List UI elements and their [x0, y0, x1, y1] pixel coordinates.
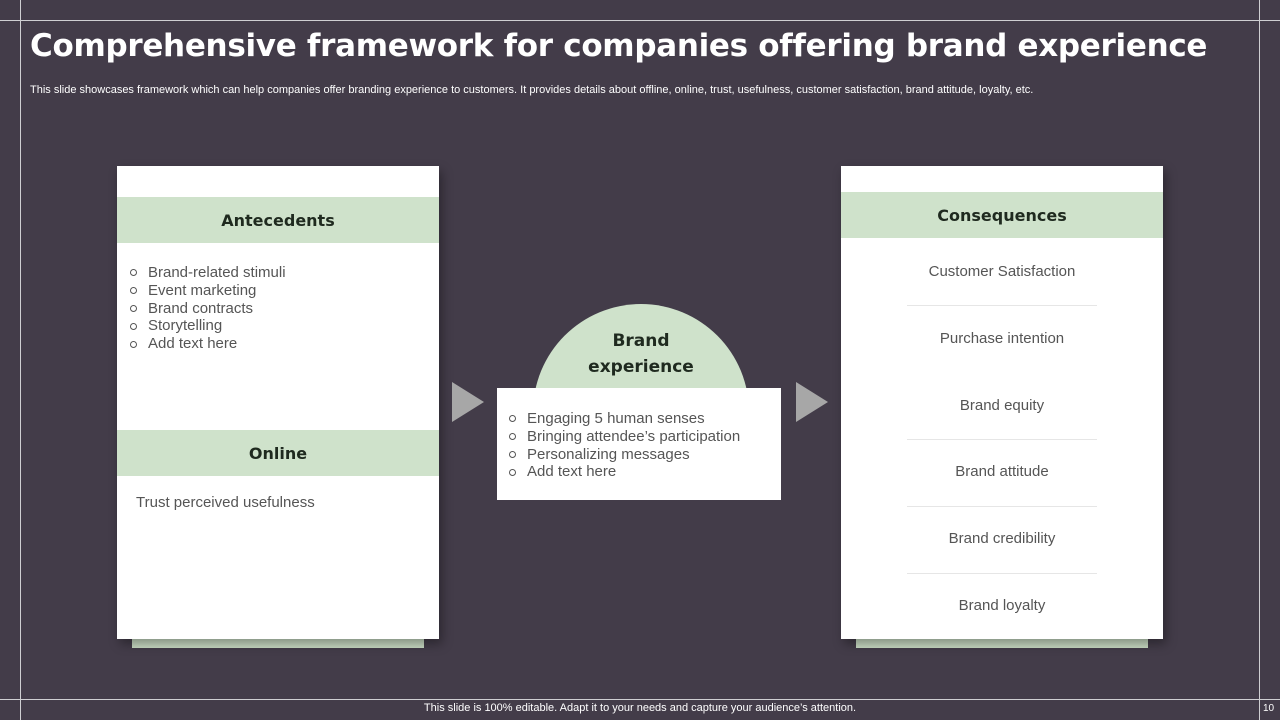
list-item: Add text here: [508, 463, 740, 481]
brand-experience-title: Brand experience: [533, 328, 749, 380]
bullet-circle-icon: [509, 415, 516, 423]
consequence-item: Brand credibility: [948, 530, 1056, 547]
consequence-item: Purchase intention: [939, 330, 1065, 347]
online-text: Trust perceived usefulness: [136, 494, 315, 511]
frame-right-line: [1259, 0, 1260, 720]
list-item: Add text here: [129, 335, 286, 353]
frame-left-line: [20, 0, 21, 720]
list-item: Bringing attendee’s participation: [508, 428, 740, 446]
list-item: Event marketing: [129, 282, 286, 300]
divider: [907, 439, 1097, 440]
bullet-circle-icon: [130, 322, 137, 330]
bullet-circle-icon: [130, 287, 137, 295]
list-item: Brand-related stimuli: [129, 264, 286, 282]
divider: [907, 573, 1097, 574]
brand-experience-title-line: experience: [588, 357, 694, 377]
list-item: Personalizing messages: [508, 446, 740, 464]
antecedents-card-base: [132, 636, 424, 648]
arrow-right-icon: [796, 382, 828, 422]
online-header: Online: [117, 430, 439, 476]
bullet-circle-icon: [509, 450, 516, 458]
consequence-item: Customer Satisfaction: [928, 263, 1076, 280]
divider: [907, 305, 1097, 306]
brand-experience-card: Engaging 5 human senses Bringing attende…: [497, 388, 781, 500]
page-number: 10: [1263, 703, 1275, 714]
bullet-circle-icon: [130, 304, 137, 312]
divider: [907, 506, 1097, 507]
frame-top-line: [0, 20, 1280, 21]
consequences-header: Consequences: [841, 192, 1163, 238]
slide-title: Comprehensive framework for companies of…: [30, 28, 1208, 64]
bullet-circle-icon: [509, 468, 516, 476]
consequences-card-base: [856, 636, 1148, 648]
consequence-item: Brand loyalty: [958, 597, 1046, 614]
frame-bottom-line: [0, 699, 1280, 700]
slide-footer: This slide is 100% editable. Adapt it to…: [423, 702, 857, 714]
bullet-circle-icon: [130, 269, 137, 277]
consequence-item: Brand equity: [959, 397, 1045, 414]
arrow-right-icon: [452, 382, 484, 422]
antecedents-header: Antecedents: [117, 197, 439, 243]
consequence-item: Brand attitude: [955, 463, 1049, 480]
brand-experience-title-line: Brand: [612, 331, 670, 351]
bullet-circle-icon: [130, 340, 137, 348]
antecedents-card: Antecedents Brand-related stimuli Event …: [117, 166, 439, 639]
bullet-circle-icon: [509, 433, 516, 441]
consequences-card: Consequences Customer Satisfaction Purch…: [841, 166, 1163, 639]
list-item: Brand contracts: [129, 300, 286, 318]
brand-experience-list: Engaging 5 human senses Bringing attende…: [508, 410, 740, 481]
slide-subtitle: This slide showcases framework which can…: [30, 84, 1034, 96]
list-item: Engaging 5 human senses: [508, 410, 740, 428]
list-item: Storytelling: [129, 317, 286, 335]
antecedents-list: Brand-related stimuli Event marketing Br…: [129, 264, 286, 353]
